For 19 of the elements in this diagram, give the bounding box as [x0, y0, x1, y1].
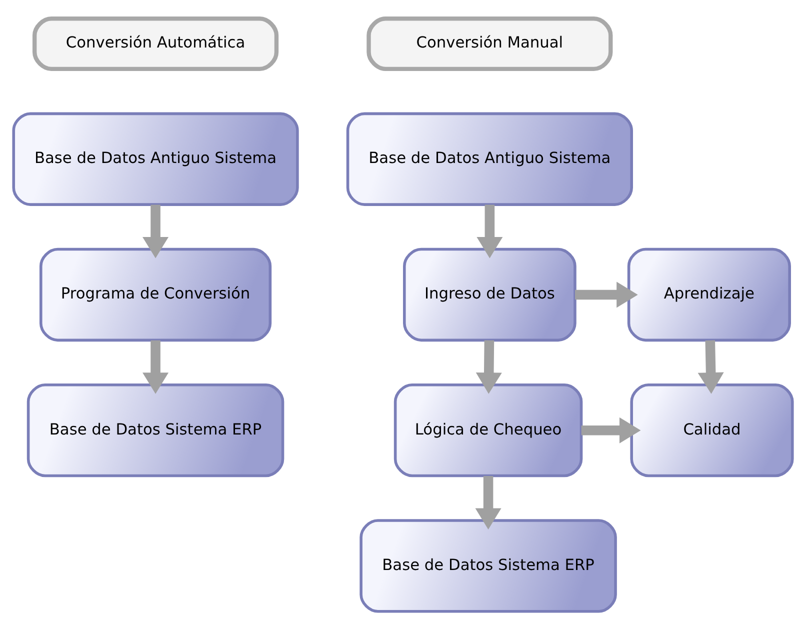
arrow: [476, 340, 502, 394]
arrow: [142, 204, 169, 258]
arrow: [142, 340, 169, 394]
node-box: Base de Datos Antiguo Sistema: [346, 112, 633, 206]
node-box: Conversión Automática: [32, 16, 279, 72]
node-box: Base de Datos Antiguo Sistema: [12, 112, 299, 206]
node-box: Base de Datos Sistema ERP: [360, 519, 617, 613]
node-box: Aprendizaje: [627, 248, 791, 342]
arrow: [475, 476, 502, 530]
node-box: Base de Datos Sistema ERP: [26, 384, 284, 478]
arrow: [698, 340, 724, 394]
node-box: Lógica de Chequeo: [394, 384, 583, 478]
arrow: [575, 282, 638, 308]
node-box: Ingreso de Datos: [403, 248, 576, 342]
arrow: [581, 417, 641, 444]
arrow: [476, 204, 503, 258]
node-box: Programa de Conversión: [39, 248, 272, 342]
node-box: Calidad: [630, 384, 794, 478]
node-box: Conversión Manual: [366, 16, 613, 72]
